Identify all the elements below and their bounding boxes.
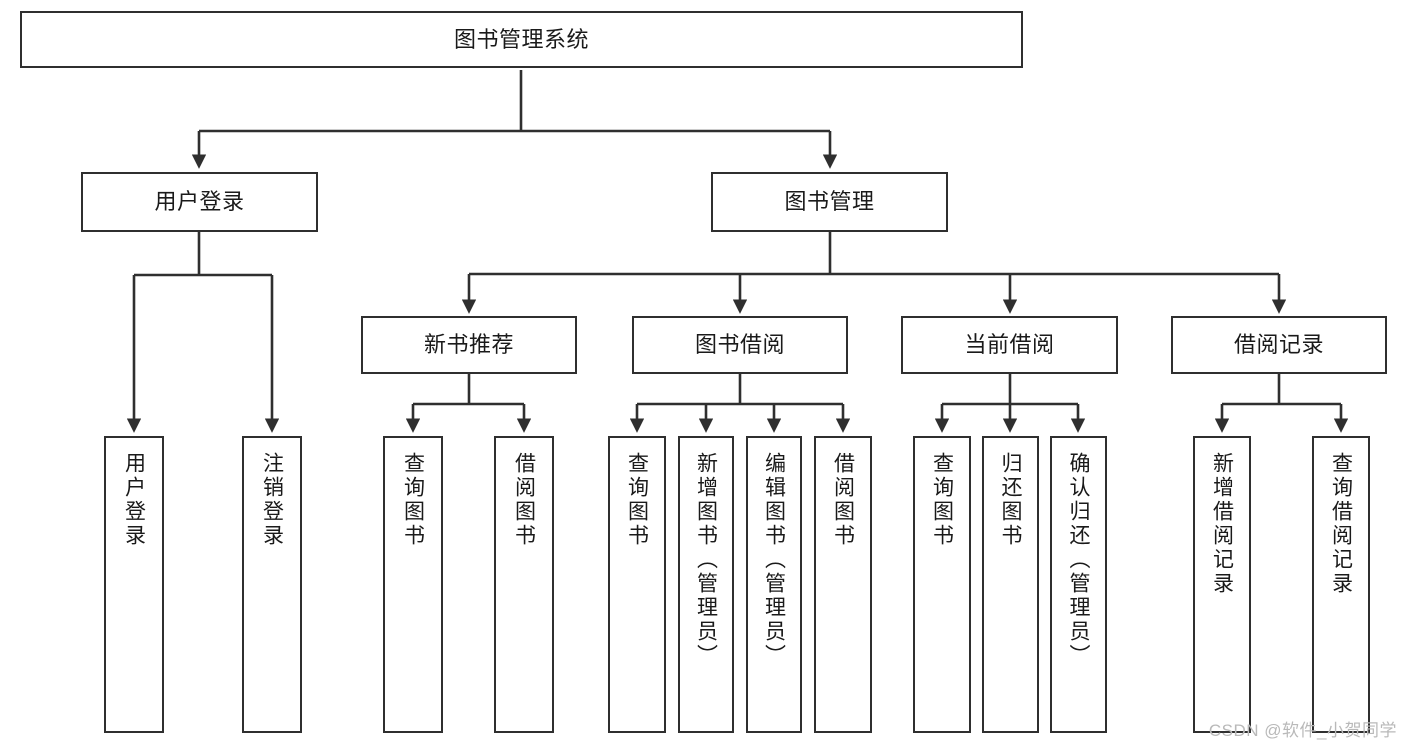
leaf-borrow-query-book[interactable]: 查询图书	[608, 436, 666, 733]
leaf-label: 查询图书	[401, 452, 425, 548]
node-user-login[interactable]: 用户登录	[81, 172, 318, 232]
node-book-borrow[interactable]: 图书借阅	[632, 316, 848, 374]
node-user-login-label: 用户登录	[154, 189, 245, 215]
leaf-label: 新增图书（管理员）	[694, 452, 718, 668]
leaf-borrow-borrow-book[interactable]: 借阅图书	[814, 436, 872, 733]
leaf-label: 编辑图书（管理员）	[762, 452, 786, 668]
node-current-borrow[interactable]: 当前借阅	[901, 316, 1118, 374]
watermark: CSDN @软件_小贺同学	[1208, 721, 1397, 740]
leaf-user-login-login[interactable]: 用户登录	[104, 436, 164, 733]
leaf-current-confirm-return[interactable]: 确认归还（管理员）	[1050, 436, 1107, 733]
leaf-user-login-logout[interactable]: 注销登录	[242, 436, 302, 733]
node-root-label: 图书管理系统	[453, 26, 589, 52]
leaf-recommend-query-book[interactable]: 查询图书	[383, 436, 443, 733]
node-current-borrow-label: 当前借阅	[964, 332, 1055, 358]
leaf-record-add-record[interactable]: 新增借阅记录	[1193, 436, 1251, 733]
leaf-borrow-add-book[interactable]: 新增图书（管理员）	[678, 436, 734, 733]
leaf-recommend-borrow-book[interactable]: 借阅图书	[494, 436, 554, 733]
leaf-record-query-record[interactable]: 查询借阅记录	[1312, 436, 1370, 733]
leaf-current-query-book[interactable]: 查询图书	[913, 436, 971, 733]
leaf-label: 注销登录	[260, 452, 284, 548]
leaf-label: 借阅图书	[512, 452, 536, 548]
leaf-label: 查询图书	[930, 452, 954, 548]
leaf-label: 归还图书	[999, 452, 1023, 548]
node-book-management-label: 图书管理	[784, 189, 875, 215]
node-book-borrow-label: 图书借阅	[694, 332, 785, 358]
leaf-label: 查询图书	[625, 452, 649, 548]
node-root[interactable]: 图书管理系统	[20, 11, 1023, 68]
leaf-label: 查询借阅记录	[1329, 452, 1353, 596]
leaf-label: 新增借阅记录	[1210, 452, 1234, 596]
leaf-current-return-book[interactable]: 归还图书	[982, 436, 1039, 733]
node-book-management[interactable]: 图书管理	[711, 172, 948, 232]
leaf-label: 借阅图书	[831, 452, 855, 548]
leaf-borrow-edit-book[interactable]: 编辑图书（管理员）	[746, 436, 802, 733]
node-borrow-record-label: 借阅记录	[1233, 332, 1324, 358]
leaf-label: 用户登录	[122, 452, 146, 548]
node-new-book-recommend-label: 新书推荐	[423, 332, 514, 358]
node-new-book-recommend[interactable]: 新书推荐	[361, 316, 577, 374]
node-borrow-record[interactable]: 借阅记录	[1171, 316, 1387, 374]
leaf-label: 确认归还（管理员）	[1067, 452, 1091, 668]
